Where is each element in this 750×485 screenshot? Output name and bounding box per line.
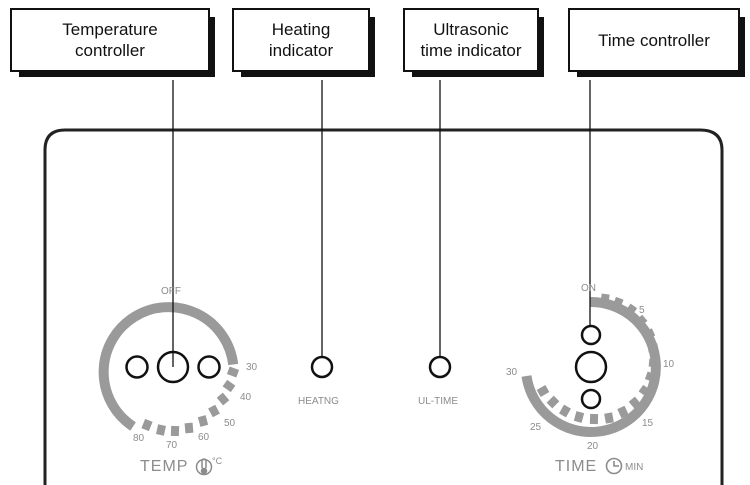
ultime-label: UL-TIME	[418, 396, 458, 407]
ultime-indicator-led	[428, 355, 452, 379]
clock-icon	[605, 457, 623, 475]
time-dial-ring	[521, 296, 661, 437]
panel-outline	[43, 128, 724, 485]
time-tick-10: 10	[663, 359, 675, 370]
heating-indicator-led	[310, 355, 334, 379]
temp-unit-label: °C	[212, 456, 223, 466]
heating-label: HEATNG	[298, 396, 339, 407]
temp-dial-ticks	[141, 366, 240, 437]
temp-tick-30: 30	[246, 362, 258, 373]
time-knob-center	[574, 350, 608, 384]
callout-time-controller: Time controller	[568, 8, 745, 77]
temp-tick-50: 50	[224, 418, 236, 429]
time-on-label: ON	[581, 283, 596, 294]
time-unit-label: MIN	[625, 462, 644, 473]
time-tick-15: 15	[642, 418, 654, 429]
time-tick-25: 25	[530, 422, 542, 433]
temp-off-label: OFF	[161, 286, 181, 297]
time-dial-ticks	[536, 293, 660, 425]
temp-tick-70: 70	[166, 440, 178, 451]
time-knob-top	[580, 324, 602, 346]
temp-tick-60: 60	[198, 432, 210, 443]
time-tick-5: 5	[639, 305, 645, 316]
thermometer-icon	[195, 458, 213, 476]
temp-tick-80: 80	[133, 433, 145, 444]
time-tick-30: 30	[506, 367, 518, 378]
temp-dial-ring	[98, 302, 239, 431]
temp-knob-left	[125, 355, 149, 379]
time-knob-bottom	[580, 388, 602, 410]
temp-knob-right	[197, 355, 221, 379]
time-tick-20: 20	[587, 441, 599, 452]
temp-label: TEMP	[140, 458, 189, 475]
temp-tick-40: 40	[240, 392, 252, 403]
time-label: TIME	[555, 458, 598, 475]
